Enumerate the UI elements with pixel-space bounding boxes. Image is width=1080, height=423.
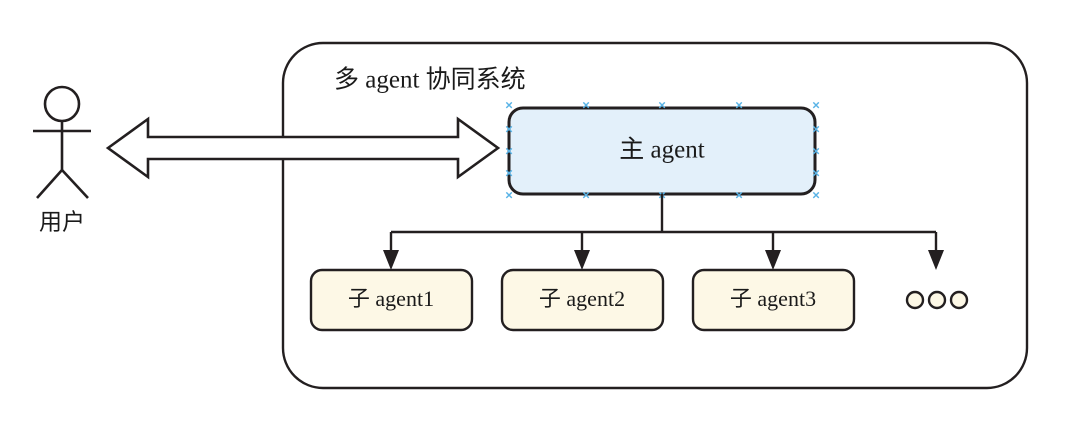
connector-arrowhead-3 <box>765 250 781 270</box>
ellipsis-dot-3 <box>949 290 969 310</box>
child-agent-label-1: 子 agent1 <box>348 286 434 311</box>
connector-arrowhead-2 <box>574 250 590 270</box>
child-agent-node-2[interactable]: 子 agent2 <box>500 268 665 332</box>
actor-user-label: 用户 <box>39 209 85 234</box>
handle-right-lower[interactable]: × <box>812 165 820 180</box>
child-agent-label-3: 子 agent3 <box>730 286 816 311</box>
handle-top-right[interactable]: × <box>812 97 820 112</box>
main-agent-to-children-connectors <box>383 194 944 270</box>
ellipsis-dot-2 <box>927 290 947 310</box>
child-agent-label-2: 子 agent2 <box>539 286 625 311</box>
user-main-agent-bidirectional-arrow[interactable] <box>105 116 501 180</box>
handle-right-upper[interactable]: × <box>812 121 820 136</box>
handle-left-upper[interactable]: × <box>505 121 513 136</box>
handle-top-quarter-right[interactable]: × <box>735 97 743 112</box>
handle-top-center[interactable]: × <box>658 97 666 112</box>
actor-leg-right-line <box>61 169 89 199</box>
child-agent-box-3[interactable] <box>691 268 856 332</box>
more-agents-ellipsis-icon <box>905 290 969 310</box>
handle-left-middle[interactable]: × <box>505 143 513 158</box>
system-container-title: 多 agent 协同系统 <box>334 66 526 94</box>
actor-leg-left-line <box>36 169 63 199</box>
connector-arrowhead-1 <box>383 250 399 270</box>
child-agent-node-3[interactable]: 子 agent3 <box>691 268 856 332</box>
handle-left-lower[interactable]: × <box>505 165 513 180</box>
handle-bottom-right[interactable]: × <box>812 187 820 202</box>
system-container-boundary[interactable] <box>281 41 1029 390</box>
child-agent-box-2[interactable] <box>500 268 665 332</box>
handle-bottom-left[interactable]: × <box>505 187 513 202</box>
handle-top-left[interactable]: × <box>505 97 513 112</box>
main-agent-label: 主 agent <box>619 136 704 164</box>
child-agent-node-1[interactable]: 子 agent1 <box>309 268 474 332</box>
handle-top-quarter-left[interactable]: × <box>582 97 590 112</box>
child-agent-box-1[interactable] <box>309 268 474 332</box>
connector-arrowhead-4 <box>928 250 944 270</box>
handle-bottom-quarter-right[interactable]: × <box>735 187 743 202</box>
handle-right-middle[interactable]: × <box>812 143 820 158</box>
actor-head-icon <box>43 85 81 123</box>
handle-bottom-quarter-left[interactable]: × <box>582 187 590 202</box>
ellipsis-dot-1 <box>905 290 925 310</box>
actor-user[interactable]: 用户 <box>33 85 91 234</box>
